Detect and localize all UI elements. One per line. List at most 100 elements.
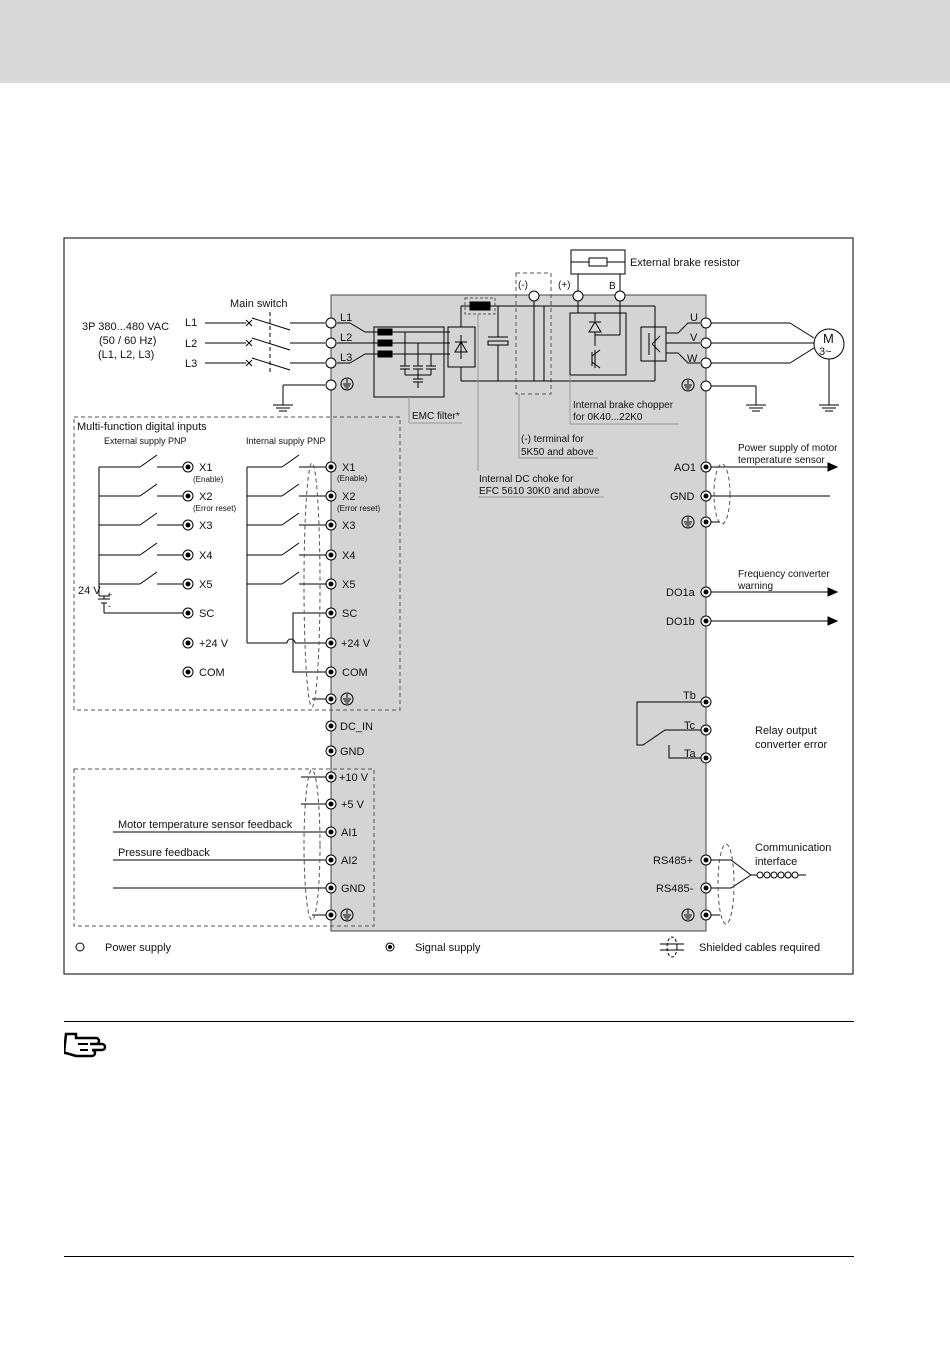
ext-x2-sub-label: (Error reset) [193, 504, 236, 513]
converter-body [330, 294, 707, 932]
external-supply-wiring [98, 454, 183, 614]
motor-supply-label-1: Power supply of motor [738, 443, 838, 454]
pressure-feedback-label: Pressure feedback [118, 847, 210, 859]
chopper-label-2: for 0K40...22K0 [573, 412, 643, 423]
mains-terminals [325, 317, 337, 391]
relay-contact [636, 701, 701, 759]
legend: Power supply Signal supply Shielded cabl… [75, 936, 820, 958]
term-x4-label: X4 [342, 550, 355, 562]
gnd-right-label: GND [670, 491, 695, 503]
term-x1-label: X1 [342, 462, 355, 474]
analog-output-wiring [711, 462, 839, 525]
ground-symbol-icon [681, 908, 695, 922]
term-sc-label: SC [342, 608, 357, 620]
main-switch-symbol [205, 312, 325, 412]
tb-label: Tb [683, 690, 696, 702]
term-plus-label: (+) [558, 280, 571, 291]
int-pnp-label: Internal supply PNP [246, 436, 326, 446]
input-l3-label: L3 [185, 358, 197, 370]
external-signal-terminals [182, 461, 194, 678]
supply-phases-label: (L1, L2, L3) [98, 349, 154, 361]
minus-terminal-box [515, 272, 552, 395]
header-band [0, 0, 950, 83]
rs485-minus-label: RS485- [656, 883, 694, 895]
v24-label: 24 V [78, 585, 101, 597]
term-x1-sub-label: (Enable) [337, 474, 368, 483]
emc-filter [337, 322, 450, 398]
input-l1-label: L1 [185, 317, 197, 329]
out-w-label: W [687, 353, 698, 365]
term-gnd2-label: GND [341, 883, 366, 895]
ground-symbol-icon [340, 692, 354, 706]
digital-inputs-box [73, 416, 401, 711]
legend-shield-label: Shielded cables required [699, 942, 820, 954]
relay-label-1: Relay output [755, 725, 817, 737]
ground-symbol-icon [340, 377, 354, 391]
ground-symbol-icon [340, 908, 354, 922]
emc-filter-label: EMC filter* [412, 411, 460, 422]
dc-choke-label-1: Internal DC choke for [479, 474, 574, 485]
ext-pnp-label: External supply PNP [104, 436, 187, 446]
footer-divider [64, 1256, 854, 1257]
term-minus-label: (-) [518, 280, 528, 291]
multi-inputs-label: Multi-function digital inputs [77, 421, 207, 433]
ext-x2-label: X2 [199, 491, 212, 503]
term-x3-label: X3 [342, 520, 355, 532]
do1b-label: DO1b [666, 616, 695, 628]
motor-wiring [711, 322, 845, 412]
power-supply-icon [75, 942, 85, 952]
out-v-label: V [690, 332, 698, 344]
plus-label: + [107, 590, 112, 600]
signal-supply-icon [385, 942, 395, 952]
term-ai1-label: AI1 [341, 827, 358, 839]
ext-24v-label: +24 V [199, 638, 229, 650]
input-l2-label: L2 [185, 338, 197, 350]
ext-x1-sub-label: (Enable) [193, 475, 224, 484]
legend-signal-label: Signal supply [415, 942, 481, 954]
supply-voltage-label: 3P 380...480 VAC [82, 321, 169, 333]
ext-x4-label: X4 [199, 550, 212, 562]
comm-label-1: Communication [755, 842, 831, 854]
dc-choke-label-2: EFC 5610 30K0 and above [479, 486, 600, 497]
ext-brake-resistor-label: External brake resistor [630, 257, 740, 269]
term-l1-label: L1 [340, 312, 352, 324]
ground-symbol-icon [681, 378, 695, 392]
term-l2-label: L2 [340, 332, 352, 344]
digital-output-wiring [711, 587, 839, 626]
term-x2-label: X2 [342, 491, 355, 503]
tc-label: Tc [684, 720, 696, 732]
ext-x1-label: X1 [199, 462, 212, 474]
shielded-cable-icon [660, 936, 684, 958]
term-x2-sub-label: (Error reset) [337, 504, 380, 513]
ext-sc-label: SC [199, 608, 214, 620]
analog-input-wiring [113, 769, 326, 921]
out-u-label: U [690, 312, 698, 324]
term-5v-label: +5 V [341, 799, 365, 811]
freq-warning-label-1: Frequency converter [738, 569, 830, 580]
communication-wiring [711, 843, 806, 925]
internal-supply-wiring [246, 454, 326, 708]
ext-com-label: COM [199, 667, 225, 679]
pointing-hand-icon [64, 1032, 107, 1058]
converter-signal-terminals [325, 461, 337, 921]
term-x5-label: X5 [342, 579, 355, 591]
motor-3phase-label: 3~ [819, 346, 832, 358]
dc-bus [460, 297, 656, 382]
term-gnd1-label: GND [340, 746, 365, 758]
term-b-label: B [609, 281, 616, 292]
motor-terminals [700, 317, 712, 392]
relay-label-2: converter error [755, 739, 827, 751]
motor-temp-feedback-label: Motor temperature sensor feedback [118, 819, 293, 831]
analog-inputs-box [73, 768, 375, 927]
comm-label-2: interface [755, 856, 797, 868]
term-com-label: COM [342, 667, 368, 679]
do1a-label: DO1a [666, 587, 696, 599]
external-brake-resistor [570, 249, 626, 296]
ext-x3-label: X3 [199, 520, 212, 532]
minus-term-label-2: 5K50 and above [521, 447, 594, 458]
main-switch-label: Main switch [230, 298, 287, 310]
right-signal-terminals [700, 461, 712, 921]
motor-supply-label-2: temperature sensor [738, 455, 825, 466]
ao1-label: AO1 [674, 462, 696, 474]
